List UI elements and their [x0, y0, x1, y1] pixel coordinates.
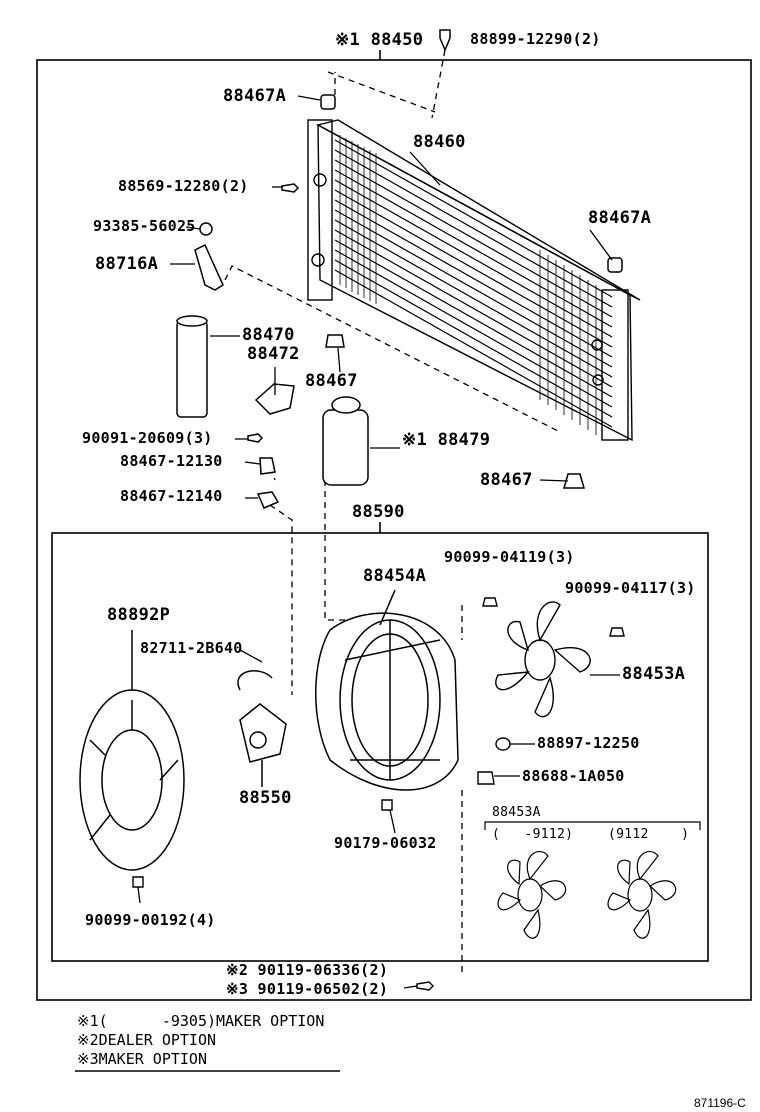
label-90119-06502: ※3 90119-06502(2) [226, 980, 389, 998]
screw-90091 [247, 433, 264, 443]
condenser-88460 [307, 119, 641, 442]
label-variant-range-1: ( -9112) [492, 827, 574, 842]
fan-88453A [495, 601, 591, 718]
reference-code: 871196-C [694, 1096, 746, 1110]
label-88897-12250: 88897-12250 [537, 734, 640, 752]
fan-shroud-88454A [315, 589, 459, 791]
label-90099-04119: 90099-04119(3) [444, 548, 575, 566]
bolt-90119 [416, 981, 434, 991]
note-3: ※3MAKER OPTION [77, 1050, 207, 1068]
label-88590: 88590 [352, 502, 405, 522]
cap-88467A-top [320, 94, 336, 110]
label-88550: 88550 [239, 788, 292, 808]
washer-93385 [199, 222, 213, 236]
label-90099-00192: 90099-00192(4) [85, 911, 216, 929]
label-88454A: 88454A [363, 566, 427, 586]
bracket-88716A [194, 243, 224, 291]
bracket-88472 [254, 383, 295, 415]
label-88467A-top: 88467A [223, 86, 287, 106]
drier-88479 [322, 409, 369, 486]
label-88688-1A050: 88688-1A050 [522, 767, 625, 785]
note-2: ※2DEALER OPTION [77, 1031, 216, 1049]
label-82711-2B640: 82711-2B640 [140, 639, 243, 657]
label-93385-56025: 93385-56025 [93, 217, 196, 235]
label-90179-06032: 90179-06032 [334, 834, 437, 852]
grommet-88467-12130 [259, 457, 276, 475]
label-88467A-right: 88467A [588, 208, 652, 228]
bolt-90179 [381, 799, 393, 811]
fan-guard-88892P [79, 630, 185, 871]
grommet-88467-12140 [256, 491, 280, 509]
label-88472: 88472 [247, 344, 300, 364]
bolt-90099-00192 [132, 876, 144, 888]
label-88479: ※1 88479 [402, 430, 491, 450]
label-88569-12280: 88569-12280(2) [118, 177, 249, 195]
label-90119-06336: ※2 90119-06336(2) [226, 961, 389, 979]
label-88470: 88470 [242, 325, 295, 345]
clip-88688 [477, 771, 495, 785]
label-88453A: 88453A [622, 664, 686, 684]
bolt-90099-04119 [482, 597, 498, 607]
label-88467-mid: 88467 [305, 371, 358, 391]
label-88460: 88460 [413, 132, 466, 152]
label-88892P: 88892P [107, 605, 171, 625]
note-1: ※1( -9305)MAKER OPTION [77, 1012, 325, 1030]
fan-variants [484, 821, 701, 939]
bolt-88899 [439, 29, 451, 52]
leader-88467A-top [327, 71, 436, 113]
label-88450: ※1 88450 [335, 30, 424, 50]
cap-88467-right [563, 473, 585, 489]
collar-88897 [495, 737, 511, 751]
fan-motor-88550 [237, 670, 287, 787]
bolt-90099-04117 [609, 627, 625, 637]
label-88467-12130: 88467-12130 [120, 452, 223, 470]
harness-82711 [237, 670, 273, 691]
label-88467-right: 88467 [480, 470, 533, 490]
label-variant-range-2: (9112 ) [608, 827, 690, 842]
leader-88716A [224, 265, 561, 433]
label-88716A: 88716A [95, 254, 159, 274]
label-90091-20609: 90091-20609(3) [82, 429, 213, 447]
bolt-88569 [281, 183, 300, 193]
label-88467-12140: 88467-12140 [120, 487, 223, 505]
small-parts-upper [176, 29, 623, 509]
leader-88899 [431, 49, 446, 119]
small-parts-lower [132, 597, 625, 991]
cap-88467-mid [325, 334, 345, 348]
cap-88467A-right [607, 257, 623, 273]
label-88899-12290: 88899-12290(2) [470, 30, 601, 48]
label-90099-04117: 90099-04117(3) [565, 579, 696, 597]
receiver-88470 [176, 320, 208, 418]
outer-frame [36, 59, 752, 1001]
label-88453A-variant: 88453A [492, 805, 541, 820]
